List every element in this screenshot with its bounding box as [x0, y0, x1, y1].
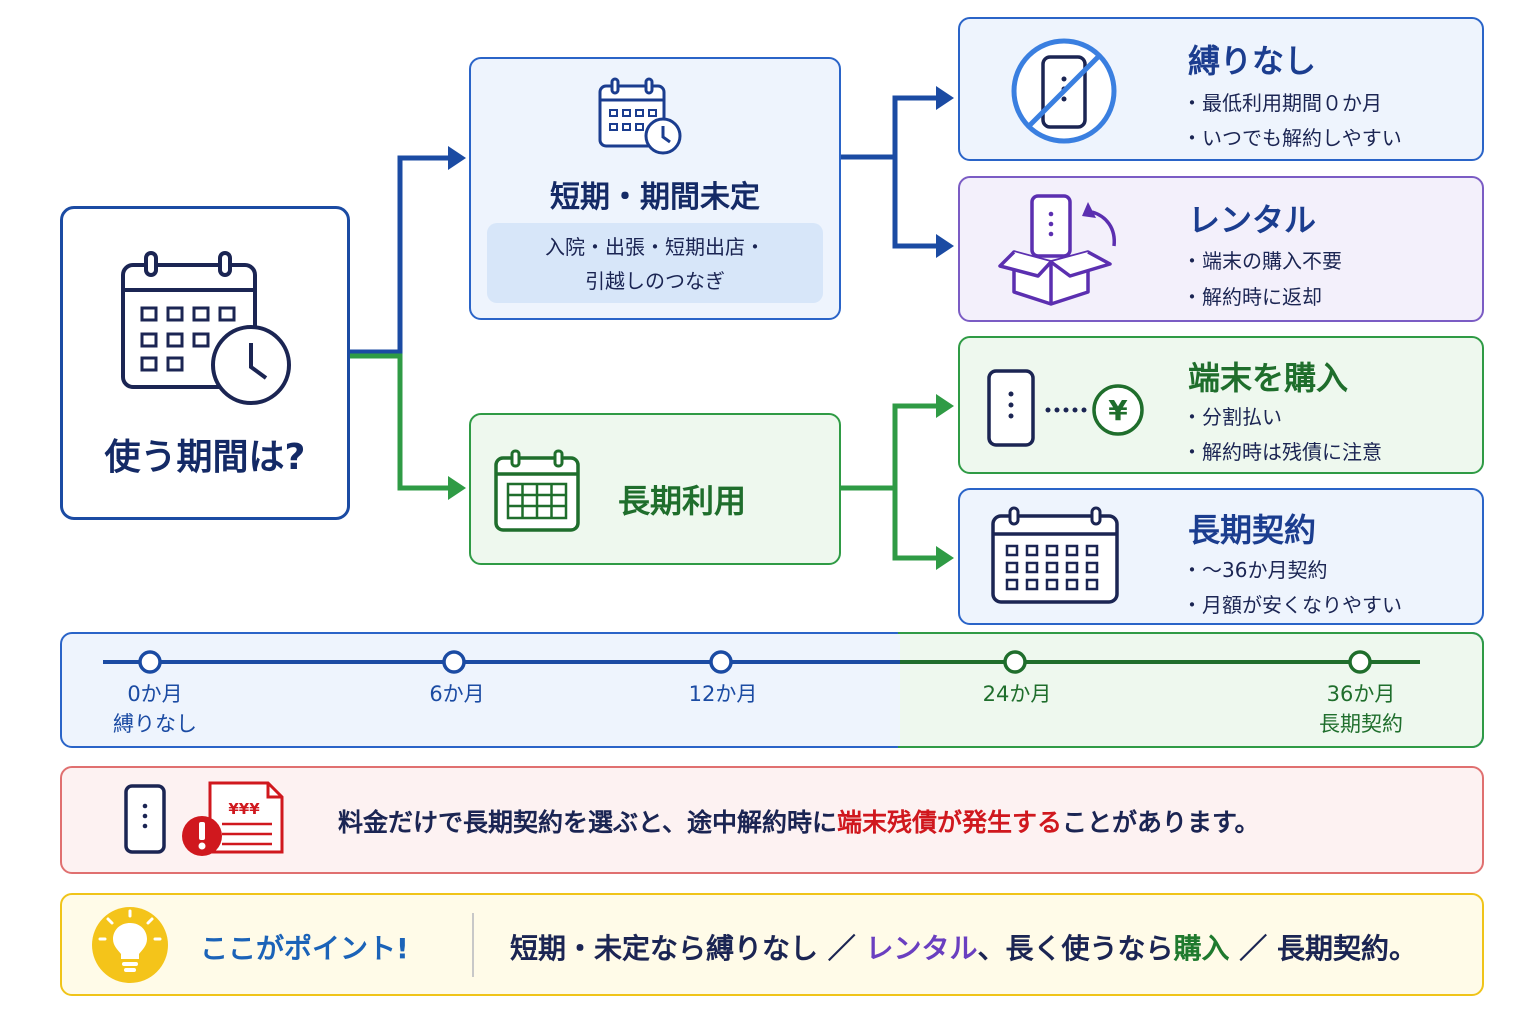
timeline-marker-24 — [1003, 650, 1027, 674]
option-bullet: ・解約時に返却 — [1182, 285, 1322, 309]
short-term-examples: 入院・出張・短期出店・ 引越しのつなぎ — [487, 223, 823, 303]
option-bullet: ・端末の購入不要 — [1182, 249, 1342, 273]
option-bullet: ・〜36か月契約 — [1182, 558, 1328, 582]
calendar-grid-icon — [494, 449, 580, 532]
no-phone-icon — [1011, 38, 1117, 144]
svg-text:¥: ¥ — [1108, 394, 1128, 427]
lightbulb-icon — [92, 907, 168, 983]
option-buy-device — [958, 336, 1484, 474]
box-return-icon — [998, 194, 1116, 306]
warning-text-before: 料金だけで長期契約を選ぶと、途中解約時に — [338, 808, 838, 837]
start-title: 使う期間は? — [104, 437, 306, 478]
point-text-2: 、長く使うなら — [977, 932, 1174, 965]
short-term-title: 短期・期間未定 — [550, 180, 760, 215]
branch-connectors — [350, 86, 954, 570]
point-divider — [472, 913, 474, 977]
option-bullet: ・解約時は残債に注意 — [1182, 440, 1382, 464]
option-title: 縛りなし — [1188, 42, 1317, 80]
option-bullet: ・分割払い — [1182, 405, 1282, 429]
timeline-label-main: 0か月 — [127, 682, 183, 706]
debt-amount-text: ¥¥¥ — [228, 800, 260, 818]
option-bullet: ・月額が安くなりやすい — [1182, 593, 1402, 617]
point-label: ここがポイント! — [200, 932, 409, 965]
timeline-label-main: 6か月 — [429, 682, 485, 706]
long-term-title: 長期利用 — [618, 482, 747, 520]
calendar-icon — [991, 506, 1119, 604]
option-bullet: ・最低利用期間０か月 — [1182, 91, 1382, 115]
timeline-label: 36か月 長期契約 — [1281, 679, 1441, 739]
timeline-label: 0か月 縛りなし — [75, 679, 235, 739]
option-title: レンタル — [1188, 201, 1317, 239]
point-text-buy: 購入 — [1173, 932, 1230, 965]
point-text-3: ／ 長期契約。 — [1229, 932, 1418, 965]
timeline-label-main: 12か月 — [688, 682, 758, 706]
timeline-label: 12か月 — [643, 679, 803, 709]
timeline-label-main: 36か月 — [1326, 682, 1396, 706]
point-text: 短期・未定なら縛りなし ／ レンタル、長く使うなら購入 ／ 長期契約。 — [510, 927, 1417, 967]
timeline-marker-6 — [442, 650, 466, 674]
point-panel — [60, 893, 1484, 996]
option-title: 端末を購入 — [1188, 359, 1349, 397]
timeline-long-zone-border — [898, 632, 1484, 748]
timeline-label-sub: 長期契約 — [1319, 712, 1403, 736]
timeline-marker-36 — [1348, 650, 1372, 674]
short-term-examples-line1: 入院・出張・短期出店・ — [545, 235, 765, 259]
warning-text-after: ことがあります。 — [1062, 808, 1260, 837]
point-text-1: 短期・未定なら縛りなし ／ — [510, 932, 866, 965]
phone-debt-warning-icon: ¥¥¥ — [124, 781, 284, 856]
timeline-label-sub: 縛りなし — [113, 712, 197, 736]
timeline-line — [103, 650, 1420, 674]
timeline-long-zone — [900, 634, 1482, 746]
option-title: 長期契約 — [1188, 511, 1317, 549]
calendar-clock-icon — [121, 251, 291, 405]
point-text-rental: レンタル — [865, 932, 978, 965]
timeline-marker-12 — [709, 650, 733, 674]
phone-yen-icon: ¥ — [987, 369, 1144, 447]
timeline-label: 24か月 — [937, 679, 1097, 709]
warning-text: 料金だけで長期契約を選ぶと、途中解約時に端末残債が発生することがあります。 — [338, 803, 1260, 839]
timeline-label: 6か月 — [377, 679, 537, 709]
timeline-panel — [60, 632, 1484, 748]
timeline-label-main: 24か月 — [982, 682, 1052, 706]
warning-panel — [60, 766, 1484, 874]
warning-text-highlight: 端末残債が発生する — [837, 808, 1063, 837]
short-term-examples-line2: 引越しのつなぎ — [585, 269, 725, 293]
option-bullet: ・いつでも解約しやすい — [1182, 126, 1402, 150]
timeline-marker-0 — [138, 650, 162, 674]
calendar-clock-small-icon — [598, 77, 682, 155]
